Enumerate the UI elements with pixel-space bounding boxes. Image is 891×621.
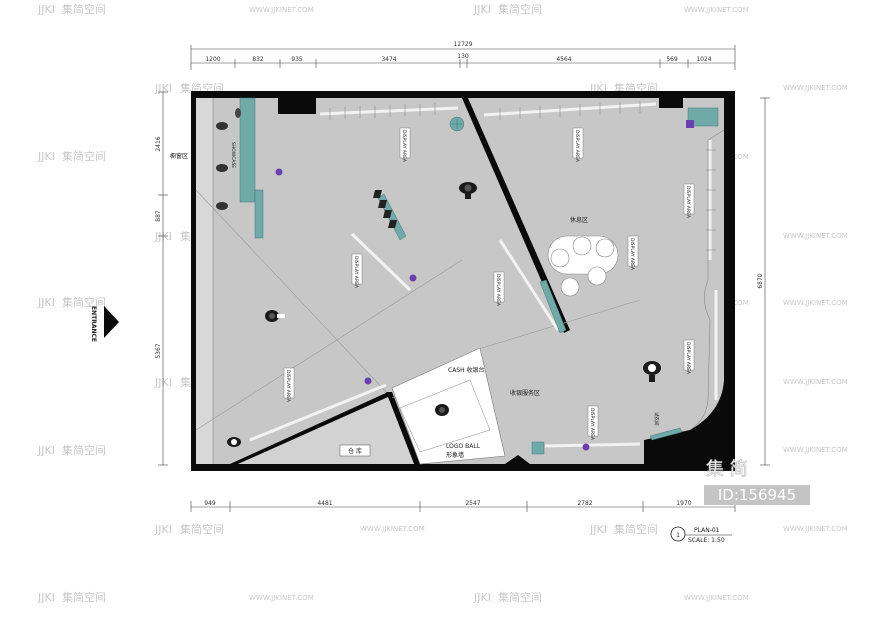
watermark-brand: 集简空间 [614, 522, 658, 536]
dim-top-segment: 935 [291, 56, 303, 63]
dim-right: 6870 [757, 273, 764, 288]
plan-title: PLAN-01 [694, 527, 720, 534]
plan-scale: SCALE: 1:50 [688, 537, 725, 544]
dim-left-segment: 2416 [155, 136, 162, 151]
display-area-tag: DISPLAY AREA [574, 130, 580, 163]
person-icon [265, 310, 285, 322]
watermark-brand: 集简空间 [62, 295, 106, 309]
logo-wall-label-cn: 形象墙 [446, 451, 464, 459]
logo-wall-label-en: LOGO BALL [446, 443, 481, 450]
purple-markers [275, 120, 694, 451]
dim-top-segment: 1024 [696, 56, 711, 63]
dim-bottom-segment: 2547 [465, 500, 480, 507]
dim-left-segment: 887 [155, 210, 162, 222]
watermark-url: WWW.JJKINET.COM [783, 378, 848, 386]
rest-area-left-label: 橱窗区 [170, 152, 188, 160]
rest-area-seating: 休息区 [547, 216, 619, 297]
dim-top-segment: 4564 [556, 56, 571, 63]
badge-brand: 集 简 [706, 459, 748, 480]
people-figures [227, 182, 661, 447]
plan-number: 1 [676, 532, 680, 539]
watermark-logo: JJKI [589, 523, 607, 536]
watermark-url: WWW.JJKINET.COM [783, 84, 848, 92]
showcase-label: SHOWCASE [230, 142, 236, 168]
dimension-lines [158, 45, 770, 512]
watermark-url: WWW.JJKINET.COM [783, 299, 848, 307]
watermark-brand: 集简空间 [180, 522, 224, 536]
watermark-logo: JJKI [37, 150, 55, 163]
id-badge: 集 简 ID:156945 [704, 459, 810, 505]
display-area-tag: DISPLAY AREA [285, 370, 291, 403]
watermark-brand: 集简空间 [62, 590, 106, 604]
display-area-tag: DISPLAY AREA [685, 186, 691, 219]
display-area-tag: DISPLAY AREA [589, 408, 595, 441]
showcase-fixtures: SHOWCASE 橱窗区 [170, 97, 264, 239]
watermark-logo: JJKI [37, 444, 55, 457]
dim-top-segment: 1200 [205, 56, 220, 63]
dim-top-center: 130 [457, 53, 469, 60]
cash-label: CASH 收银台 [448, 366, 485, 374]
person-icon [435, 404, 449, 416]
cash-service-label: 收银服务区 [510, 389, 540, 397]
badge-id: ID:156945 [718, 486, 796, 504]
dim-top-segment: 832 [252, 56, 264, 63]
watermark-logo: JJKI [37, 591, 55, 604]
display-area-tag: DISPLAY AREA [629, 238, 635, 271]
person-icon [643, 361, 661, 382]
watermark-logo: JJKI [37, 296, 55, 309]
display-area-tag: DISPLAY AREA [685, 342, 691, 375]
watermark-logo: JJKI [473, 3, 491, 16]
fitting-room-label: 试衣间 [653, 412, 660, 426]
storage-label: 仓 库 [348, 447, 362, 455]
watermark-url: WWW.JJKINET.COM [249, 594, 314, 602]
watermark-brand: 集简空间 [62, 149, 106, 163]
watermark-brand: 集简空间 [62, 443, 106, 457]
cash-counter: CASH 收银台 LOGO BALL 形象墙 [391, 347, 506, 465]
display-area-tag: DISPLAY AREA [495, 274, 501, 307]
plant-icon [449, 116, 465, 132]
hanging-rails [249, 102, 718, 448]
storage-room: 仓 库 [238, 397, 414, 464]
person-icon [227, 437, 241, 447]
watermark-logo: JJKI [37, 3, 55, 16]
entrance-marker: ENTRANCE [90, 306, 119, 342]
dim-top-segment: 3474 [381, 56, 396, 63]
watermark-url: WWW.JJKINET.COM [684, 6, 749, 14]
dim-bottom-segment: 1970 [676, 500, 691, 507]
display-area-tag: DISPLAY AREA [353, 256, 359, 289]
display-area-tags: DISPLAY AREA DISPLAY AREA DISPLAY AREA D… [283, 127, 695, 441]
fitting-room: 试衣间 [653, 129, 725, 431]
walls [230, 98, 724, 464]
watermark-brand: 集简空间 [62, 2, 106, 16]
watermark-url: WWW.JJKINET.COM [249, 6, 314, 14]
dim-left-segment: 5367 [155, 343, 162, 358]
rack-fixture [373, 190, 397, 228]
watermark-brand: 集简空间 [498, 590, 542, 604]
dim-bottom-segment: 4481 [317, 500, 332, 507]
dim-top-total: 12729 [453, 41, 472, 48]
watermark-brand: 集简空间 [498, 2, 542, 16]
rest-area-label: 休息区 [570, 216, 588, 224]
dim-bottom-segment: 2782 [577, 500, 592, 507]
dim-top-segment: 569 [666, 56, 678, 63]
watermark-logo: JJKI [473, 591, 491, 604]
watermark-url: WWW.JJKINET.COM [783, 232, 848, 240]
dim-bottom-segment: 949 [204, 500, 216, 507]
watermark-url: WWW.JJKINET.COM [360, 525, 425, 533]
watermark-url: WWW.JJKINET.COM [684, 594, 749, 602]
person-icon [459, 182, 477, 199]
display-area-tag: DISPLAY AREA [401, 130, 407, 163]
dimension-labels: 12729 130 1200 832 935 3474 4564 569 102… [155, 41, 764, 507]
watermark-logo: JJKI [154, 523, 172, 536]
hanging-rail-ticks [329, 101, 716, 251]
title-block: 1 PLAN-01 SCALE: 1:50 [670, 526, 732, 544]
entrance-label: ENTRANCE [90, 306, 97, 342]
watermark-url: WWW.JJKINET.COM [783, 446, 848, 454]
watermark-url: WWW.JJKINET.COM [783, 525, 848, 533]
